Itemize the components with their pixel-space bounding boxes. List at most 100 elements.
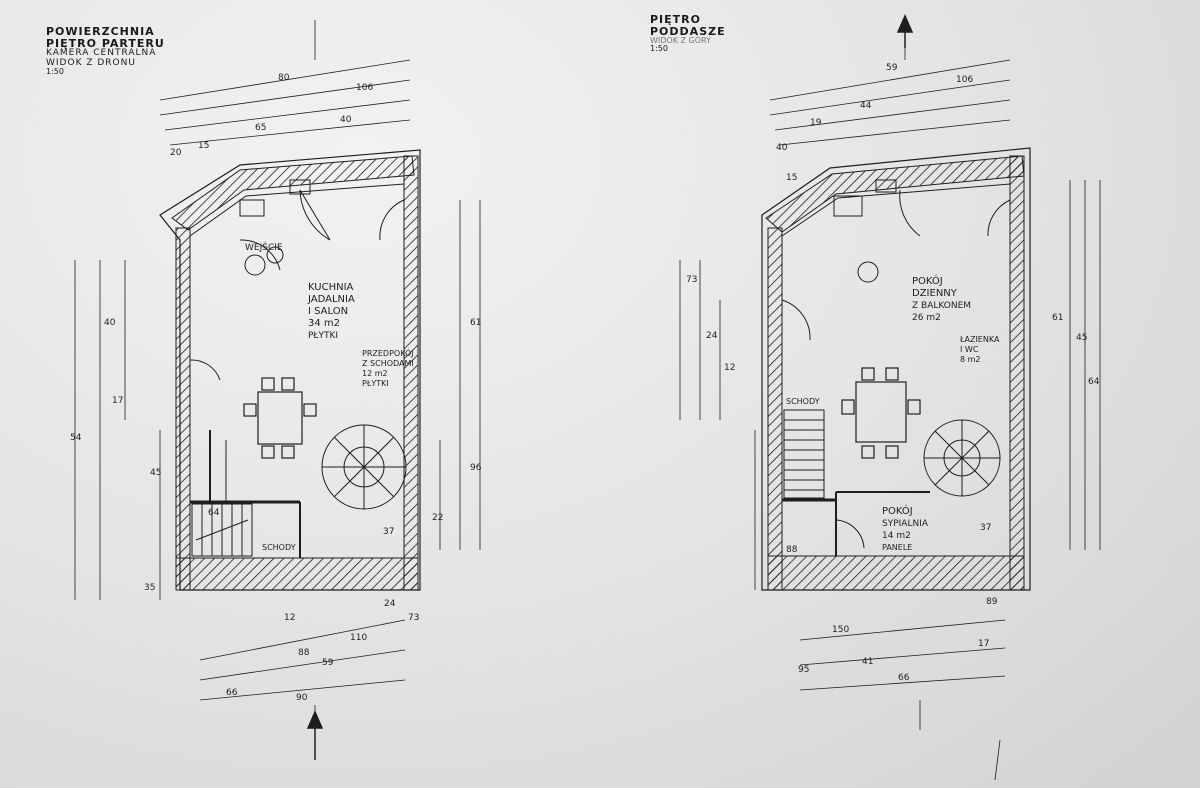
right-small-sub: I WC (960, 345, 979, 354)
left-small-sub: Z SCHODAMI (362, 359, 414, 368)
right-dim-19: 15 (786, 173, 797, 183)
right-bottom-area: 14 m2 (882, 531, 911, 541)
left-dim-3: 65 (255, 123, 266, 133)
left-dim-1: 15 (198, 141, 209, 151)
left-entry-label: WEJŚCIE (245, 241, 283, 253)
right-stair-label: SCHODY (786, 397, 820, 406)
right-dim-0: 40 (776, 143, 788, 153)
left-dim-22: 73 (408, 613, 419, 623)
left-living-sub2: I SALON (308, 306, 348, 317)
right-small-area: 8 m2 (960, 355, 981, 364)
left-exterior-walls (159, 149, 421, 591)
right-dim-8: 73 (686, 275, 697, 285)
left-dim-13: 88 (298, 648, 310, 658)
right-dim-2: 19 (810, 118, 822, 128)
left-dim-7: 40 (104, 318, 116, 328)
right-plan-title-block: PIĘTRO PODDASZE WIDOK Z GÓRY 1:50 (650, 14, 726, 54)
left-dim-5: 61 (470, 318, 481, 328)
left-dim-12: 35 (144, 583, 155, 593)
right-dim-18: 37 (980, 523, 991, 533)
left-plan-title-block: POWIERZCHNIA PIĘTRO PARTERU KAMERA CENTR… (46, 26, 165, 76)
left-title-line-2: PIĘTRO PARTERU (46, 36, 165, 50)
right-title-line-2: PODDASZE (650, 24, 726, 38)
right-desk (841, 367, 921, 459)
right-bottom-sub: SYPIALNIA (882, 519, 929, 529)
left-title-line-3: KAMERA CENTRALNA (46, 48, 157, 59)
right-dim-5: 45 (1076, 333, 1087, 343)
right-dim-12: 95 (798, 665, 809, 675)
left-dim-15: 90 (296, 693, 308, 703)
left-small-floor: PŁYTKI (362, 379, 389, 388)
right-dim-16: 89 (986, 597, 998, 607)
left-dim-19: 17 (112, 396, 123, 406)
right-floor-plan: POKÓJ DZIENNY Z BALKONEM 26 m2 ŁAZIENKA … (679, 14, 1101, 781)
left-dim-0: 20 (170, 148, 182, 158)
right-north-arrow-icon (896, 14, 914, 48)
left-living-sub1: JADALNIA (307, 294, 355, 305)
right-dimension-values: 40 59 19 44 106 45 61 64 73 24 12 88 95 … (686, 63, 1100, 683)
right-dim-3: 44 (860, 101, 872, 111)
right-title-scale: 1:50 (650, 44, 668, 54)
left-staircase (191, 503, 253, 557)
left-room-labels: KUCHNIA JADALNIA I SALON 34 m2 PŁYTKI PR… (245, 241, 414, 552)
left-dim-6: 54 (70, 433, 82, 443)
left-dim-16: 66 (226, 688, 238, 698)
right-round-rug (923, 419, 1001, 497)
right-living-sub1: DZIENNY (912, 288, 958, 299)
right-dim-4: 106 (956, 75, 973, 85)
left-kitchen-fixtures (239, 179, 311, 276)
right-interior-partitions (782, 491, 930, 556)
left-north-arrow-icon (306, 710, 324, 760)
left-interior-partitions (190, 430, 301, 558)
right-fixtures (833, 179, 897, 283)
right-bottom-floor: PANELE (882, 543, 912, 552)
left-round-table (321, 424, 407, 510)
left-dim-17: 37 (383, 527, 394, 537)
left-door-swings (189, 189, 405, 381)
left-dim-2: 80 (278, 73, 290, 83)
left-dim-4: 106 (356, 83, 373, 93)
right-dim-1: 59 (886, 63, 898, 73)
right-dim-7: 64 (1088, 377, 1100, 387)
left-living-name: KUCHNIA (308, 282, 354, 293)
left-floor-plan: KUCHNIA JADALNIA I SALON 34 m2 PŁYTKI PR… (70, 20, 482, 760)
left-dim-18: 59 (322, 658, 334, 668)
right-staircase (783, 409, 825, 499)
left-dimension-values: 20 15 80 65 106 61 54 40 45 22 96 24 35 … (70, 73, 482, 703)
right-dim-9: 24 (706, 331, 718, 341)
right-dim-13: 66 (898, 673, 910, 683)
left-dining-table (243, 377, 317, 459)
right-room-labels: POKÓJ DZIENNY Z BALKONEM 26 m2 ŁAZIENKA … (786, 274, 1000, 552)
left-dim-20: 64 (208, 508, 220, 518)
left-small-name: PRZEDPOKÓJ (362, 347, 414, 358)
right-living-area: 26 m2 (912, 313, 941, 323)
left-living-floor: PŁYTKI (308, 331, 338, 341)
right-dim-17: 41 (862, 657, 873, 667)
left-stair-label: SCHODY (262, 543, 296, 552)
right-dim-10: 12 (724, 363, 735, 373)
left-title-scale: 1:50 (46, 66, 64, 76)
right-bottom-name: POKÓJ (882, 504, 913, 517)
left-living-area: 34 m2 (308, 318, 340, 329)
left-dim-23: 40 (340, 115, 352, 125)
right-living-sub2: Z BALKONEM (912, 301, 971, 311)
right-dim-6: 61 (1052, 313, 1063, 323)
left-dim-9: 22 (432, 513, 443, 523)
left-dimension-lines (74, 20, 481, 760)
right-small-name: ŁAZIENKA (959, 335, 1000, 344)
right-dim-14: 150 (832, 625, 849, 635)
right-title-line-1: PIĘTRO (650, 13, 701, 26)
left-title-line-1: POWIERZCHNIA (46, 25, 155, 38)
right-dim-11: 88 (786, 545, 798, 555)
right-exterior-walls (761, 147, 1031, 591)
right-dimension-lines (679, 18, 1101, 781)
left-dim-11: 24 (384, 599, 396, 609)
left-dim-21: 12 (284, 613, 295, 623)
left-title-line-4: WIDOK Z DRONU (46, 57, 136, 68)
left-dim-14: 110 (350, 633, 367, 643)
right-living-name: POKÓJ (912, 274, 943, 287)
left-dim-10: 96 (470, 463, 482, 473)
left-dim-8: 45 (150, 468, 161, 478)
right-door-swings (781, 189, 1011, 549)
